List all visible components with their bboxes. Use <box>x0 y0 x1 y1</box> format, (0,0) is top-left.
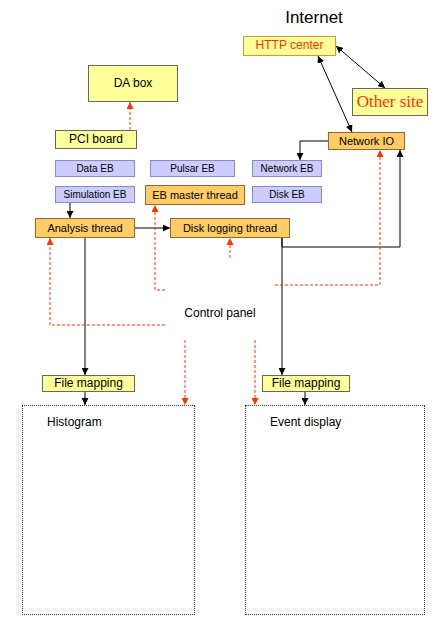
node-label: Other site <box>357 92 424 112</box>
data-arrow <box>282 238 283 375</box>
control-arrow <box>50 238 165 325</box>
cloud-outline <box>211 6 424 97</box>
thread-box: Analysis thread <box>35 218 135 238</box>
control-arrow <box>155 205 165 290</box>
detector-funnels <box>143 7 161 65</box>
data-arrow <box>290 203 322 231</box>
node-label: Network EB <box>261 163 314 175</box>
node-label: File mapping <box>54 377 123 391</box>
node-label: DA box <box>114 77 153 91</box>
node-label: EB master thread <box>152 189 238 202</box>
detector-funnels <box>149 24 173 44</box>
control-window: Control panel <box>165 258 275 340</box>
detector-funnels <box>75 24 99 44</box>
thread-box: EB master thread <box>145 185 245 205</box>
http-box: HTTP center <box>243 36 336 56</box>
control-arrow <box>230 238 231 258</box>
detector-funnels <box>69 7 120 65</box>
control-arrow <box>255 340 256 405</box>
event-display-picture <box>285 458 395 486</box>
disk-cylinder <box>303 210 335 218</box>
event-display-picture <box>258 440 412 562</box>
node-label: Analysis thread <box>47 222 122 235</box>
node-label: HTTP center <box>256 39 324 53</box>
data-arrow <box>70 203 71 218</box>
node-label: Event display <box>270 416 341 430</box>
data-arrow <box>135 228 170 229</box>
builder-box: Pulsar EB <box>150 160 235 177</box>
display-window: Event display <box>245 405 425 615</box>
node-label: PCI board <box>69 133 123 147</box>
data-arrow <box>318 56 352 132</box>
data-arrow <box>305 392 306 405</box>
node-label: Histogram <box>47 416 102 430</box>
display-window: Histogram <box>22 405 195 615</box>
board-box: PCI board <box>55 130 137 149</box>
detector-funnels <box>32 7 100 65</box>
da-box: DA box <box>88 65 178 102</box>
control-panel-window <box>169 262 279 344</box>
mapping-box: File mapping <box>42 375 135 392</box>
node-label: File mapping <box>272 377 341 391</box>
data-arrow <box>290 228 299 229</box>
event-display-picture <box>258 440 412 562</box>
builder-box: Data EB <box>55 160 135 177</box>
builder-box: Network EB <box>252 160 322 177</box>
data-arrow <box>336 46 385 88</box>
thread-box: Network IO <box>328 132 405 150</box>
disk-cylinder <box>304 226 334 238</box>
node-label: Network IO <box>339 135 394 148</box>
node-label: Disk logging thread <box>183 222 277 235</box>
control-arrow <box>130 102 131 130</box>
disk-cylinder <box>303 210 335 242</box>
data-arrow <box>85 392 86 405</box>
data-arrow <box>85 238 86 375</box>
control-panel-window <box>165 258 279 344</box>
node-label: Simulation EB <box>64 189 127 201</box>
control-panel-window <box>165 258 275 268</box>
histogram-plot <box>35 440 183 560</box>
data-arrow <box>298 225 303 231</box>
internet-cloud: InternetHTTP center <box>200 0 428 102</box>
data-arrow <box>300 141 328 160</box>
detector-funnels <box>32 7 173 65</box>
disk-cylinder <box>303 234 335 242</box>
detector-funnels <box>38 24 62 44</box>
event-display-picture <box>300 454 378 476</box>
control-arrow <box>185 340 186 405</box>
node-label: Data EB <box>76 163 113 175</box>
data-arrow <box>319 206 320 210</box>
node-label: Internet <box>285 8 343 28</box>
program-frame <box>22 122 430 368</box>
builder-box: Simulation EB <box>55 186 135 203</box>
control-panel-window <box>178 274 212 284</box>
data-arrow <box>316 203 322 207</box>
node-label: Pulsar EB <box>170 163 214 175</box>
event-display-picture <box>285 472 395 554</box>
builder-box: Disk EB <box>252 186 322 203</box>
site-box: Other site <box>352 88 428 116</box>
histogram-plot <box>40 470 136 555</box>
detector-funnels <box>112 24 136 44</box>
thread-box: Disk logging thread <box>170 218 290 238</box>
node-label: Disk EB <box>269 189 305 201</box>
control-panel-window <box>222 274 256 284</box>
detector-funnels <box>106 7 140 65</box>
node-label: Control panel <box>184 307 255 321</box>
event-builder-group <box>50 153 328 210</box>
mapping-box: File mapping <box>262 375 350 392</box>
control-panel-window <box>165 258 275 340</box>
disk-cylinder <box>303 214 335 238</box>
histogram-plot <box>35 440 183 560</box>
